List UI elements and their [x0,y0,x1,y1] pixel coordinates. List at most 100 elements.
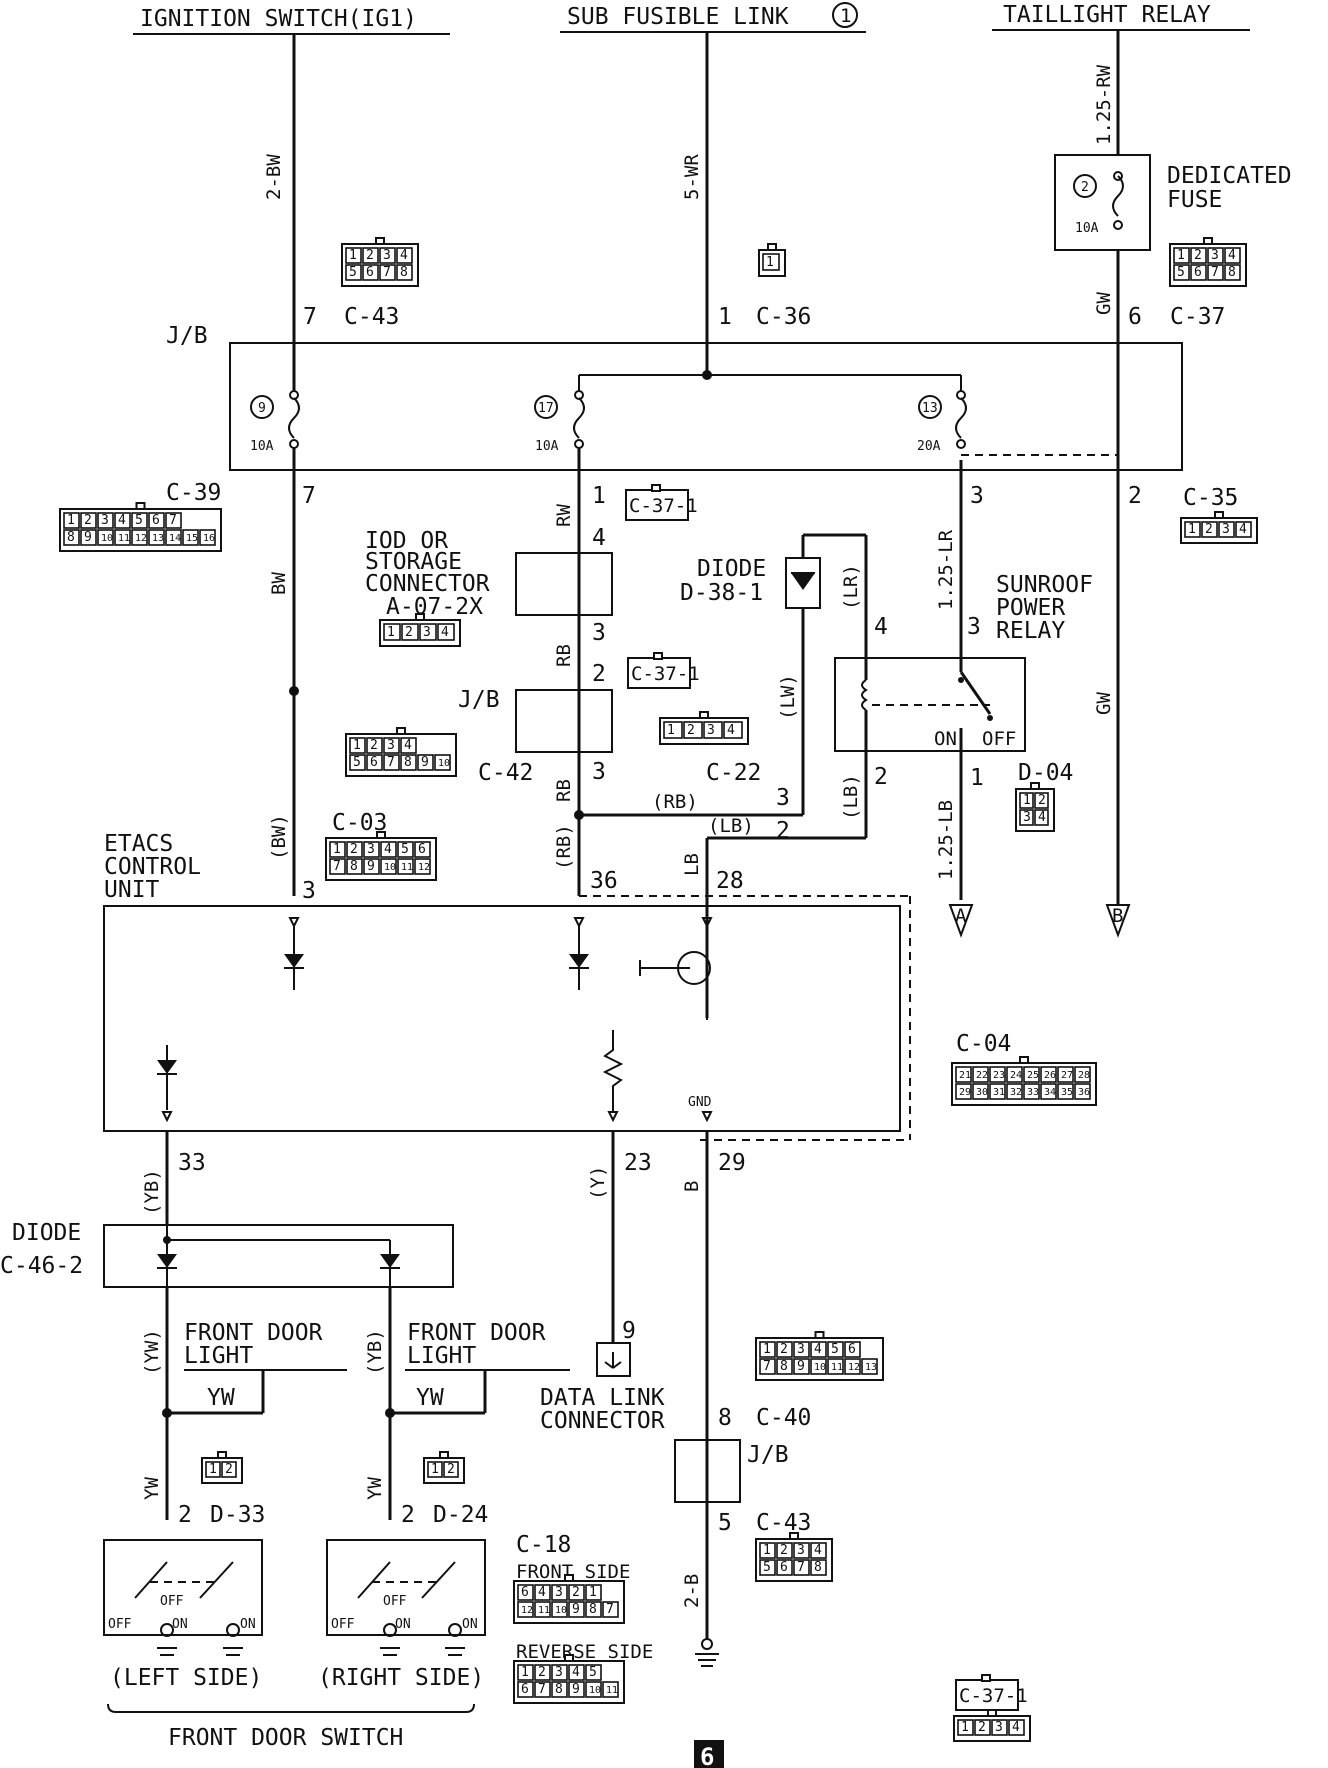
connector-pin-cell [379,264,396,281]
relay-on-label: ON [934,728,957,750]
connector-pin-label: 3 [1211,248,1219,263]
label-125lb: 1.25-LB [935,800,957,880]
connector-pin-cell [1224,264,1241,281]
connector-pin-cell [148,512,165,529]
c371-tag-3: C-37-1 [955,1674,1028,1711]
connector-pin-label: 10 [384,862,396,873]
connector-pin-label: 4 [1228,248,1236,263]
connector-pin-cell [400,737,417,754]
ground-terminal [701,1638,713,1650]
connector-pin-label: 2 [405,625,413,640]
diode-d38-symbol [791,573,815,590]
label-rb-1: RB [553,644,575,667]
pin-3-diode: 3 [776,785,790,811]
label-y: (Y) [587,1166,609,1200]
ignition-switch-label: IGNITION SWITCH(IG1) [140,6,417,32]
d24-label: D-24 [433,1502,488,1528]
connector-pin-label: 1 [67,513,75,528]
etacs-label-2: CONTROL [104,854,201,880]
connector-c371-bottom-latch [987,1709,997,1717]
connector-pin-label: 5 [1177,265,1185,280]
connector-pin-cell [776,1559,793,1576]
sunroof-label-2: POWER [996,595,1065,621]
pin-28: 28 [716,868,744,894]
page-number: 6 [700,1743,714,1768]
connector-pin-label: 1 [1188,522,1196,537]
jb-upper-label: J/B [166,323,208,349]
connector-pin-cell [362,247,379,264]
connector-pin-label: 8 [1228,265,1236,280]
dlc-label-1: DATA LINK [540,1385,665,1411]
pin-1-c36: 1 [718,304,732,330]
connector-pin-cell [517,1681,534,1698]
pin-3-relay: 3 [967,614,981,640]
fuse17-amp: 10A [535,439,559,454]
connector-pin-cell [1201,521,1218,538]
connector-pin-cell [776,1542,793,1559]
c43-lower-label: C-43 [756,1510,811,1536]
fuse2-amp: 10A [1075,221,1099,236]
connector-pin-cell [1034,792,1049,809]
connector-pin-cell [551,1681,568,1698]
connector-pin-cell [759,1542,776,1559]
connector-pin-label: 34 [1044,1087,1056,1098]
connector-pin-label: 27 [1061,1070,1073,1081]
fuse17-num-circle [534,395,558,419]
label-125rw: 1.25-RW [1093,64,1115,145]
fuse13-term-top [956,390,966,400]
connector-pin-cell [810,1341,827,1358]
pin-33: 33 [178,1150,206,1176]
connector-pin-cell [827,1341,844,1358]
left-off-label-2: OFF [108,1617,132,1632]
fuse9-term-top [289,390,299,400]
etacs-resistor [602,1030,624,1112]
connector-pin-cell [414,841,431,858]
connector-pin-cell [114,529,131,546]
connector-pin-label: 2 [1205,522,1213,537]
connector-pin-cell [329,858,346,875]
fuse9-element [288,397,300,439]
connector-pin-label: 10 [438,758,450,769]
connector-pin-cell [1218,521,1235,538]
junction-block-upper [229,342,1183,471]
label-rw: RW [553,504,575,527]
label-2b: 2-B [681,1574,703,1608]
connector-pin-cell [1074,1083,1091,1100]
bw-junction-dot [289,686,299,696]
connector-pin-label: 2 [978,1720,986,1735]
connector-pin-label: 7 [333,859,341,874]
pin-6: 6 [1128,304,1142,330]
fuse2-element [1112,175,1124,217]
connector-pin-label: 4 [538,1585,546,1600]
connector-pin-label: 4 [400,248,408,263]
connector-pin-cell [703,721,723,739]
connector-c40-latch [814,1331,825,1339]
d04-label: D-04 [1018,760,1073,786]
label-yw-left-sw: YW [141,1477,163,1500]
label-bw-paren: (BW) [268,814,290,860]
pin-3-jb-right: 3 [970,483,984,509]
connector-pin-label: 3 [1222,522,1230,537]
connector-pin-cell [517,1584,534,1601]
connector-a072x-latch [415,613,425,621]
connector-pin-cell [827,1358,844,1375]
connector-pin-label: 3 [387,738,395,753]
connector-pin-cell [844,1358,861,1375]
connector-pin-label: 6 [848,1342,856,1357]
left-off-label: OFF [160,1594,184,1609]
connector-pin-label: 3 [555,1665,563,1680]
connector-pin-label: 6 [370,755,378,770]
connector-c43-top-latch [375,237,385,245]
etacs-gnd-label: GND [688,1095,712,1110]
label-yb-1: (YB) [141,1169,163,1215]
connector-pin-label: 2 [687,723,695,738]
connector-pin-label: 7 [1211,265,1219,280]
connector-pin-label: 11 [401,862,413,873]
jb-lower-label: J/B [747,1442,789,1468]
fuse2-terminal-bottom [1113,220,1123,230]
label-bw: BW [268,572,290,595]
pin-2-jb-right: 2 [1128,483,1142,509]
connector-pin-cell [221,1461,237,1478]
fuse9-term-bot [289,439,299,449]
